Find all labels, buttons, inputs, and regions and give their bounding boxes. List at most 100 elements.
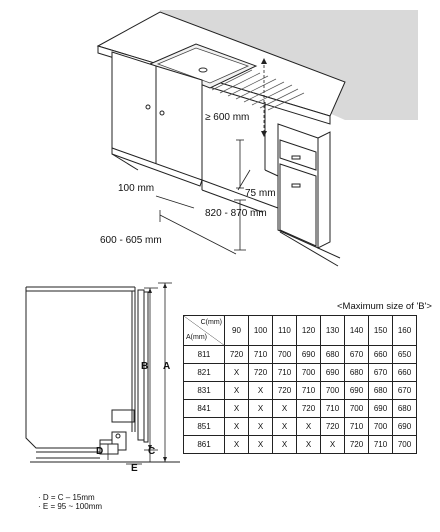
size-table-title: <Maximum size of 'B'> — [337, 301, 432, 312]
table-row: 861 X X X X X 720 710 700 — [183, 435, 417, 454]
column-header: 90 — [224, 315, 249, 346]
table-cell: 670 — [392, 381, 417, 400]
dimension-c-label: C — [148, 446, 156, 457]
row-header: 841 — [183, 399, 225, 418]
table-cell: 690 — [320, 363, 345, 382]
row-header: 851 — [183, 417, 225, 436]
table-cell: 710 — [320, 399, 345, 418]
table-cell: X — [224, 417, 249, 436]
table-cell: 710 — [296, 381, 321, 400]
table-cell: X — [248, 381, 273, 400]
installation-drawing — [96, 10, 418, 267]
dimension-e-label: E — [131, 463, 138, 474]
dishwasher-side-body — [25, 286, 136, 459]
depth-range-label: 600 - 605 mm — [100, 235, 162, 246]
row-header: 821 — [183, 363, 225, 382]
table-cell: X — [224, 399, 249, 418]
column-header: 110 — [272, 315, 297, 346]
table-cell: 700 — [320, 381, 345, 400]
table-cell: 690 — [392, 417, 417, 436]
row-header: 861 — [183, 435, 225, 454]
table-cell: 710 — [368, 435, 393, 454]
table-cell: 650 — [392, 345, 417, 364]
table-cell: 680 — [320, 345, 345, 364]
table-row: 831 X X 720 710 700 690 680 670 — [183, 381, 417, 400]
table-cell: X — [320, 435, 345, 454]
table-cell: 690 — [296, 345, 321, 364]
cabinet-door — [279, 163, 317, 247]
table-cell: 670 — [344, 345, 369, 364]
table-row: 821 X 720 710 700 690 680 670 660 — [183, 363, 417, 382]
table-cell: X — [224, 381, 249, 400]
drawer — [279, 139, 317, 171]
note-e: · E = 95 ~ 100mm — [38, 502, 103, 511]
table-cell: X — [248, 399, 273, 418]
table-cell: X — [248, 435, 273, 454]
right-cabinet — [277, 123, 331, 249]
table-cell: 700 — [272, 345, 297, 364]
table-cell: 700 — [392, 435, 417, 454]
column-header: 120 — [296, 315, 321, 346]
table-cell: X — [272, 399, 297, 418]
left-cabinet — [111, 51, 203, 187]
table-row: 851 X X X X 720 710 700 690 — [183, 417, 417, 436]
height-range-label: 820 - 870 mm — [205, 208, 267, 219]
clearance-dimension-label: ≥ 600 mm — [205, 112, 250, 123]
column-header: 150 — [368, 315, 393, 346]
row-header: 831 — [183, 381, 225, 400]
table-cell: 720 — [272, 381, 297, 400]
table-cell: 720 — [248, 363, 273, 382]
table-cell: 700 — [344, 399, 369, 418]
table-cell: X — [272, 417, 297, 436]
column-header: 140 — [344, 315, 369, 346]
drainboard — [211, 69, 305, 111]
column-header: 100 — [248, 315, 273, 346]
table-cell: 700 — [368, 417, 393, 436]
table-cell: 690 — [344, 381, 369, 400]
table-cell: 660 — [368, 345, 393, 364]
table-cell: 680 — [344, 363, 369, 382]
table-cell: 710 — [344, 417, 369, 436]
table-cell: 710 — [248, 345, 273, 364]
floor-lines — [111, 153, 341, 267]
table-cell: X — [248, 417, 273, 436]
table-cell: X — [296, 417, 321, 436]
table-cell: 670 — [368, 363, 393, 382]
table-cell: 680 — [392, 399, 417, 418]
column-header: 160 — [392, 315, 417, 346]
side-dimension-lines — [107, 282, 172, 465]
dimension-a-label: A — [163, 361, 171, 372]
table-cell: 720 — [296, 399, 321, 418]
dimension-lines — [155, 60, 265, 255]
table-cell: 690 — [368, 399, 393, 418]
dimension-b-label: B — [141, 361, 149, 372]
note-d: · D = C – 15mm — [38, 493, 95, 502]
max-size-table: C(mm) A(mm) 90 100 110 120 130 140 150 1… — [183, 315, 417, 454]
table-cell: X — [224, 435, 249, 454]
dimension-arrows — [261, 58, 267, 137]
corner-column-label: C(mm) — [200, 319, 222, 326]
table-cell: 660 — [392, 363, 417, 382]
kickplate — [99, 431, 127, 455]
corner-row-label: A(mm) — [186, 334, 207, 341]
table-row: 841 X X X 720 710 700 690 680 — [183, 399, 417, 418]
table-cell: 710 — [272, 363, 297, 382]
table-corner-cell: C(mm) A(mm) — [183, 315, 225, 346]
kick-depth-label: 75 mm — [245, 188, 276, 199]
door-knob — [145, 104, 151, 110]
table-cell: 700 — [296, 363, 321, 382]
sink-drain — [198, 67, 208, 73]
table-cell: 680 — [368, 381, 393, 400]
table-header-row: C(mm) A(mm) 90 100 110 120 130 140 150 1… — [183, 315, 417, 346]
table-cell: 720 — [344, 435, 369, 454]
table-cell: 720 — [320, 417, 345, 436]
table-cell: X — [272, 435, 297, 454]
table-row: 811 720 710 700 690 680 670 660 650 — [183, 345, 417, 364]
dishwasher-opening — [201, 80, 279, 213]
door-knob — [159, 110, 165, 116]
dimension-d-label: D — [96, 446, 104, 457]
kick-height-label: 100 mm — [118, 183, 155, 194]
table-cell: X — [224, 363, 249, 382]
table-cell: X — [296, 435, 321, 454]
row-header: 811 — [183, 345, 225, 364]
